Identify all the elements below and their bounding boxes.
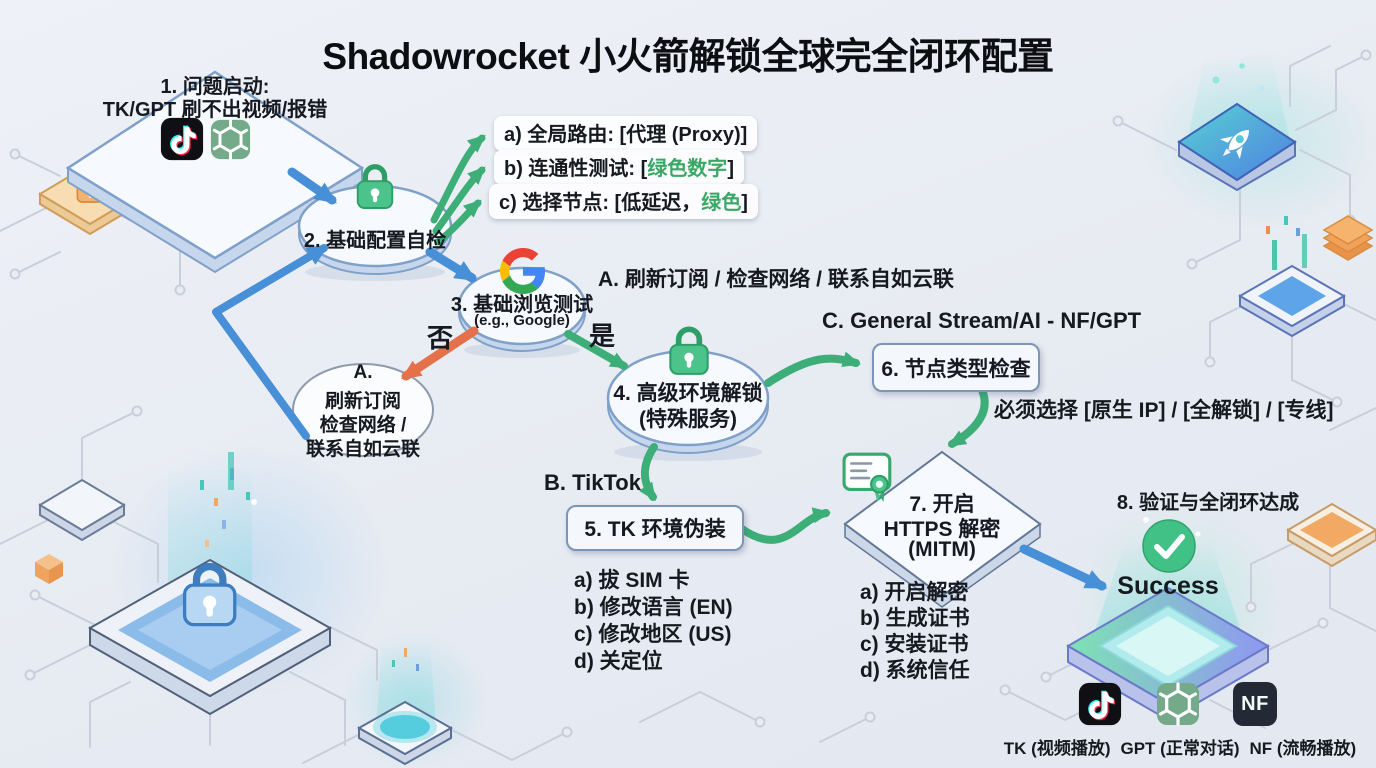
tk-step: b) 修改语言 (EN) xyxy=(574,596,733,619)
arrow-no-3-to-A xyxy=(400,326,479,381)
node5-box: 5. TK 环境伪装 xyxy=(566,505,744,551)
padlock-icon xyxy=(182,562,237,627)
node3-ellipse xyxy=(457,266,587,352)
mitm-steps-list: a) 开启解密 b) 生成证书 c) 安装证书 d) 系统信任 xyxy=(860,580,970,684)
note-b-label: B. TikTok xyxy=(544,470,641,495)
node7-line1: 7. 开启 xyxy=(909,493,975,516)
node3-line2: (e.g., Google) xyxy=(474,312,570,329)
nf-icon: NF xyxy=(1233,682,1277,726)
node2-ellipse xyxy=(297,184,453,275)
arrow-4-to-6 xyxy=(764,351,861,387)
edge-no-label: 否 xyxy=(426,323,454,353)
nodeA-line1: A. xyxy=(353,362,373,383)
page-title: Shadowrocket 小火箭解锁全球完全闭环配置 xyxy=(322,36,1054,77)
arrow-2-to-a xyxy=(430,134,486,224)
nodeA-line3: 检查网络 / xyxy=(319,415,407,436)
nodeA-line2: 刷新订阅 xyxy=(324,391,402,412)
arrow-4-to-5 xyxy=(639,443,658,502)
node4-line2: (特殊服务) xyxy=(639,408,737,431)
nodeA-line4: 联系自如云联 xyxy=(305,439,421,460)
note-a-label: A. 刷新订阅 / 检查网络 / 联系自如云联 xyxy=(598,268,954,291)
openai-icon xyxy=(210,119,251,160)
node5-label: 5. TK 环境伪装 xyxy=(584,518,726,541)
lock-icon xyxy=(664,320,714,378)
node3-line1: 3. 基础浏览测试 xyxy=(450,294,594,316)
arrow-6-to-7 xyxy=(947,386,989,448)
success-label: Success xyxy=(1117,572,1219,600)
mitm-step: d) 系统信任 xyxy=(860,659,970,682)
arrow-5-to-7 xyxy=(738,507,831,544)
node1-line1: 1. 问题启动: xyxy=(160,76,270,98)
branch-c-pill: c) 选择节点: [低延迟，绿色] xyxy=(489,184,758,219)
node7-line2: HTTPS 解密 xyxy=(883,518,1001,541)
tiktok-icon xyxy=(1078,682,1122,726)
rocket-icon xyxy=(1220,129,1250,159)
footer-caption-tk: TK (视频播放) xyxy=(1003,739,1111,758)
orange-stack xyxy=(1322,215,1374,261)
glow-chip xyxy=(356,645,454,766)
node7-line3: (MITM) xyxy=(908,538,976,561)
mitm-step: c) 安装证书 xyxy=(860,633,969,656)
arrow-2-to-b xyxy=(432,166,486,235)
tk-steps-list: a) 拔 SIM 卡 b) 修改语言 (EN) c) 修改地区 (US) d) … xyxy=(574,567,733,675)
node6-box: 6. 节点类型检查 xyxy=(872,343,1040,392)
node6-note: 必须选择 [原生 IP] / [全解锁] / [专线] xyxy=(994,399,1334,422)
arrow-2-to-c xyxy=(434,199,482,246)
openai-icon xyxy=(1156,682,1200,726)
mitm-step: a) 开启解密 xyxy=(860,581,969,604)
arrow-7-to-8 xyxy=(1019,544,1108,591)
branch-b-pill: b) 连通性测试: [绿色数字] xyxy=(494,150,744,185)
tk-step: d) 关定位 xyxy=(574,650,663,673)
tk-step: c) 修改地区 (US) xyxy=(574,623,732,646)
google-icon xyxy=(500,248,546,294)
note-c-label: C. General Stream/AI - NF/GPT xyxy=(822,308,1142,333)
nodeA-ellipse xyxy=(292,363,434,457)
certificate-icon xyxy=(842,450,896,504)
branch-a-text: a) 全局路由: [代理 (Proxy)] xyxy=(504,124,748,146)
arrow-2-to-3 xyxy=(425,247,478,283)
white-chip xyxy=(35,478,126,584)
padlock-platform xyxy=(87,452,333,716)
arrow-1-to-2 xyxy=(287,167,337,205)
check-icon xyxy=(1140,517,1198,575)
rocket-chip xyxy=(1177,58,1297,192)
footer-caption: TK (视频播放) GPT (正常对话) NF (流畅播放) xyxy=(1004,734,1356,759)
branch-c-prefix: c) 选择节点: [低延迟， xyxy=(499,192,702,214)
node1-line2: TK/GPT 刷不出视频/报错 xyxy=(102,99,328,121)
node4-ellipse xyxy=(606,349,770,454)
branch-b-suffix: ] xyxy=(727,158,734,180)
lock-icon xyxy=(352,158,398,212)
tk-step: a) 拔 SIM 卡 xyxy=(574,569,690,592)
mitm-step: b) 生成证书 xyxy=(860,607,970,630)
node8-label: 8. 验证与全闭环达成 xyxy=(1116,492,1300,514)
branch-b-prefix: b) 连通性测试: [ xyxy=(504,158,648,180)
branch-c-highlight: 绿色 xyxy=(701,192,742,214)
orange-chip xyxy=(1286,502,1376,568)
node6-label: 6. 节点类型检查 xyxy=(881,357,1031,381)
nf-icon-text: NF xyxy=(1241,692,1269,715)
blue-chip xyxy=(1237,216,1347,338)
arrow-A-to-2 xyxy=(212,244,330,440)
footer-caption-nf: NF (流畅播放) xyxy=(1249,739,1357,758)
edge-yes-label: 是 xyxy=(588,321,616,351)
node4-line1: 4. 高级环境解锁 xyxy=(613,382,763,405)
success-platform xyxy=(1066,517,1270,722)
branch-c-suffix: ] xyxy=(741,192,748,214)
node2-label: 2. 基础配置自检 xyxy=(303,230,447,252)
tiktok-icon xyxy=(160,117,204,161)
branch-a-pill: a) 全局路由: [代理 (Proxy)] xyxy=(494,116,758,151)
flow-arrows xyxy=(212,134,1108,591)
branch-b-highlight: 绿色数字 xyxy=(647,158,728,180)
arrow-yes-3-to-4 xyxy=(564,330,629,370)
circuit-traces xyxy=(0,45,1376,764)
footer-caption-gpt: GPT (正常对话) xyxy=(1120,739,1240,758)
